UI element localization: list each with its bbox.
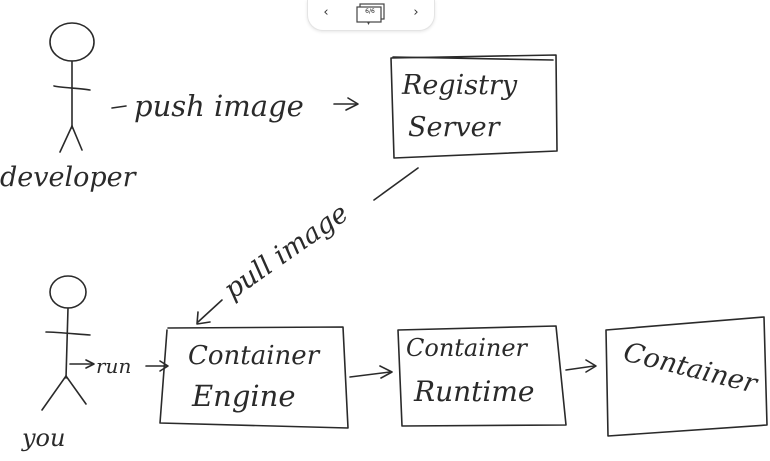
engine-label-line1: Container (188, 341, 321, 371)
engine-to-runtime-arrow (349, 365, 393, 379)
you-label: you (21, 424, 65, 452)
push-image-arrow (111, 97, 359, 111)
slide-pager: ‹ 6/6 ▾ › (307, 0, 435, 31)
engine-label-line2: Engine (191, 379, 296, 413)
slides-stack-icon[interactable] (354, 3, 388, 23)
run-label: run (96, 354, 131, 378)
developer-figure (49, 22, 95, 153)
container-box (605, 316, 768, 437)
chevron-left-icon[interactable]: ‹ (323, 5, 329, 20)
user-figure (41, 275, 91, 411)
runtime-label-line1: Container (406, 334, 529, 362)
chevron-down-icon[interactable]: ▾ (367, 20, 371, 27)
container-engine-box (159, 326, 349, 429)
container-label: Container (620, 337, 762, 401)
run-arrow (69, 359, 169, 372)
registry-label-line1: Registry (401, 70, 518, 101)
chevron-right-icon[interactable]: › (413, 5, 419, 20)
page-indicator: 6/6 (365, 8, 375, 15)
container-runtime-box (397, 325, 567, 427)
push-image-label: push image (134, 89, 304, 123)
registry-label-line2: Server (408, 112, 502, 143)
pull-image-arrow (196, 167, 419, 325)
pull-image-label: pull image (218, 198, 354, 306)
developer-label: developer (0, 162, 138, 193)
runtime-label-line2: Runtime (413, 375, 534, 408)
runtime-to-container-arrow (565, 359, 597, 373)
registry-server-box (390, 54, 558, 159)
